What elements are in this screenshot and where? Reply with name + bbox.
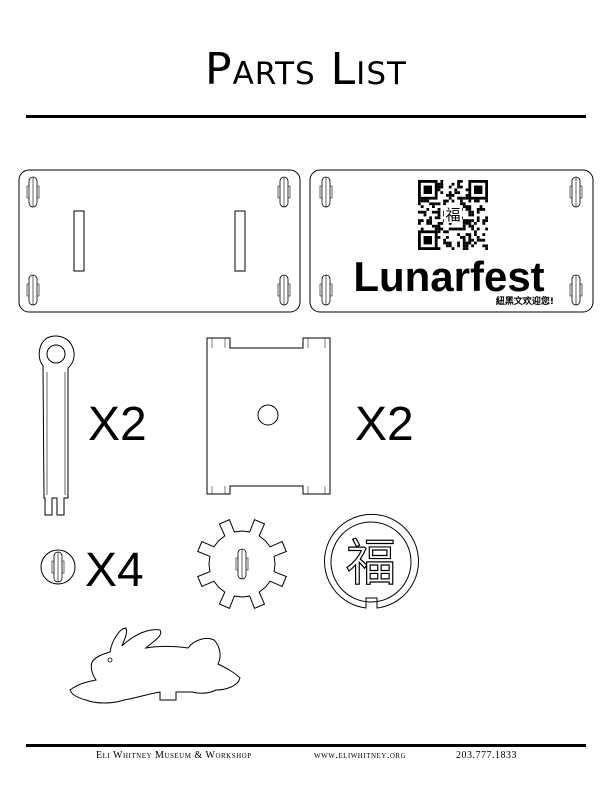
base-panel-qr-logo: 福 Lunarfest 紐黑文欢迎您!	[309, 169, 594, 313]
page-title: Parts List	[205, 44, 407, 95]
footer-rule	[26, 744, 586, 747]
qr-code: 福	[417, 179, 488, 251]
gear-part	[197, 519, 287, 609]
parts-illustration: 福 Lunarfest 紐黑文欢迎您! X2 X2 X4 福	[18, 169, 594, 704]
tagline-text: 紐黑文欢迎您!	[496, 295, 554, 307]
arm-part	[38, 335, 75, 516]
logo-text: Lunarfest	[353, 253, 544, 300]
disc-glyph: 福	[346, 534, 396, 592]
slot	[234, 210, 246, 272]
side-panel-quantity: X2	[355, 398, 414, 451]
side-panel-part	[206, 337, 331, 495]
footer-phone: 203.777.1833	[456, 750, 517, 761]
slot	[73, 210, 85, 272]
footer: Eli Whitney Museum & Workshop www.eliwhi…	[0, 750, 612, 766]
base-panel-slots	[18, 169, 301, 313]
footer-organization: Eli Whitney Museum & Workshop	[96, 750, 252, 761]
rabbit-part	[69, 627, 241, 704]
footer-website: www.eliwhitney.org	[314, 750, 407, 761]
character-disc-part: 福	[324, 513, 419, 609]
round-peg-part	[40, 549, 76, 585]
header-rule	[26, 115, 586, 118]
arm-quantity: X2	[88, 398, 147, 451]
round-peg-quantity: X4	[85, 544, 144, 597]
qr-center-glyph: 福	[445, 206, 460, 224]
